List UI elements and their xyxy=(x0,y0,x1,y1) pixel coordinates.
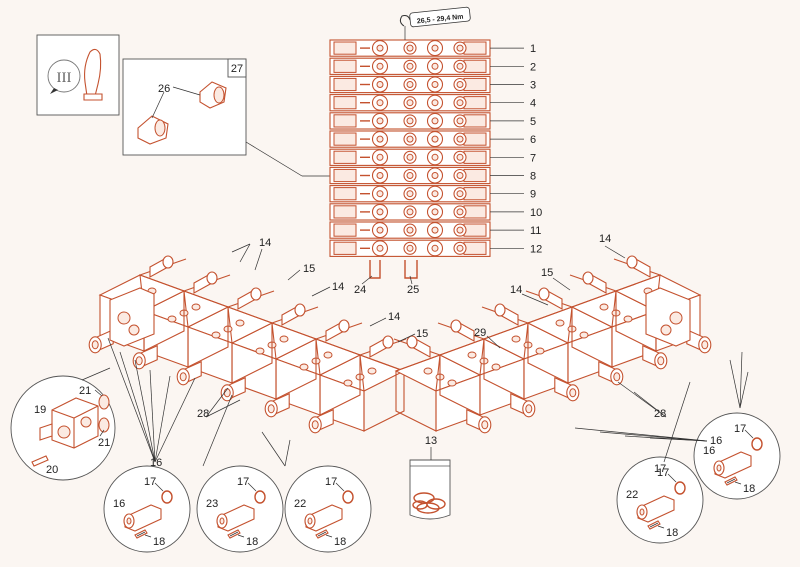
detail-circle-23: 23 17 18 xyxy=(196,465,284,553)
callout-14-left-mid: 14 xyxy=(332,281,344,293)
callout-16-left-main: 16 xyxy=(150,457,162,469)
joystick-icon xyxy=(84,48,102,97)
callout-20: 20 xyxy=(46,464,58,476)
leader-lines xyxy=(107,337,749,467)
stack-callout-9: 9 xyxy=(530,189,536,201)
detail-screw-label: 18 xyxy=(666,527,678,539)
stack-callout-5: 5 xyxy=(530,116,536,128)
detail-screw-label: 18 xyxy=(246,536,258,548)
stack-section-3: 3 xyxy=(329,75,536,94)
valve-slice-6 xyxy=(308,335,407,434)
right-valve-block xyxy=(393,255,712,434)
callout-28-right: 28 xyxy=(654,408,666,420)
stack-section-5: 5 xyxy=(329,112,536,130)
callout-26: 26 xyxy=(158,83,170,95)
callout-13: 13 xyxy=(425,435,437,447)
callout-28-left: 28 xyxy=(197,408,209,420)
left-valve-block xyxy=(88,255,407,434)
joystick-inset: III xyxy=(36,34,120,116)
detail-main-label: 16 xyxy=(113,498,125,510)
valve-slice-3 xyxy=(525,287,624,386)
detail-main-label: 22 xyxy=(626,489,638,501)
end-cap xyxy=(109,287,155,347)
callout-15-left: 15 xyxy=(303,263,315,275)
adapter-fitting-a xyxy=(199,81,227,109)
detail-circle-16: 16 17 18 xyxy=(103,465,191,553)
callout-25: 25 xyxy=(407,284,419,296)
detail-main-label: 23 xyxy=(206,498,218,510)
detail-oring-label: 17 xyxy=(237,476,249,488)
stack-section-11: 11 xyxy=(329,221,541,239)
torque-spec: 26,5 - 29,4 Nm xyxy=(417,14,464,26)
torque-tag: 26,5 - 29,4 Nm xyxy=(399,6,471,40)
stack-section-12: 12 xyxy=(329,239,542,257)
stack-section-7: 7 xyxy=(329,148,536,166)
stack-section-2: 2 xyxy=(329,57,536,75)
adapter-inset-27: 27 26 xyxy=(122,58,247,156)
valve-slice-4 xyxy=(220,303,319,402)
inset-roman-label: III xyxy=(57,70,72,86)
callout-19: 19 xyxy=(34,404,46,416)
callout-14-right-top: 14 xyxy=(599,233,611,245)
detail-circle-22: 22 17 18 xyxy=(284,465,372,553)
box-27-label: 27 xyxy=(231,63,243,75)
valve-slice-2 xyxy=(132,271,231,370)
detail-oring-label: 17 xyxy=(734,423,746,435)
stack-callout-8: 8 xyxy=(530,171,536,183)
stack-callout-1: 1 xyxy=(530,43,536,55)
stack-section-8: 8 xyxy=(329,166,536,185)
callout-21b: 21 xyxy=(98,437,110,449)
callout-24: 24 xyxy=(354,284,366,296)
callout-16-right-main: 16 xyxy=(710,435,722,447)
callout-15-right: 15 xyxy=(541,267,553,279)
end-cap xyxy=(645,287,691,347)
detail-main-label: 22 xyxy=(294,498,306,510)
seal-kit-bag: 13 xyxy=(409,435,451,520)
detail-oring-label: 17 xyxy=(657,467,669,479)
stack-callout-11: 11 xyxy=(530,225,541,237)
stack-callout-6: 6 xyxy=(530,134,536,146)
stack-callout-10: 10 xyxy=(530,207,542,219)
detail-screw-label: 18 xyxy=(743,483,755,495)
detail-screw-label: 18 xyxy=(334,536,346,548)
stack-section-4: 4 xyxy=(329,94,536,112)
stack-section-6: 6 xyxy=(329,130,536,148)
detail-main-label: 16 xyxy=(703,445,715,457)
detail-oring-label: 17 xyxy=(144,476,156,488)
callout-29: 29 xyxy=(474,327,486,339)
stack-callout-7: 7 xyxy=(530,152,536,164)
stack-callout-4: 4 xyxy=(530,98,536,110)
callout-17-right-main: 17 xyxy=(654,463,666,475)
stack-section-10: 10 xyxy=(329,203,542,221)
detail-circle-16-right: 16 17 18 xyxy=(693,412,781,500)
valve-slice-2 xyxy=(569,271,668,370)
callout-15-left-low: 15 xyxy=(416,328,428,340)
detail-oring-label: 17 xyxy=(325,476,337,488)
callout-14-left-top: 14 xyxy=(259,237,271,249)
adapter-fitting-b xyxy=(137,115,169,145)
detail-circle-flange: 19 21 21 20 xyxy=(10,367,116,481)
detail-screw-label: 18 xyxy=(153,536,165,548)
valve-slice-4 xyxy=(481,303,580,402)
callout-14-right-mid: 14 xyxy=(510,284,522,296)
detail-circle-22-right: 22 17 18 xyxy=(616,456,704,544)
stack-section-1: 1 xyxy=(329,39,536,57)
stack-callout-12: 12 xyxy=(530,243,542,255)
valve-slice-5 xyxy=(437,319,536,418)
callout-14-left-low: 14 xyxy=(388,311,400,323)
callout-21a: 21 xyxy=(79,385,91,397)
stack-callout-3: 3 xyxy=(530,80,536,92)
stack-callout-2: 2 xyxy=(530,61,536,73)
stack-section-9: 9 xyxy=(329,185,536,203)
callouts: 14 15 14 24 25 14 15 28 16 14 15 14 29 2… xyxy=(150,233,722,475)
